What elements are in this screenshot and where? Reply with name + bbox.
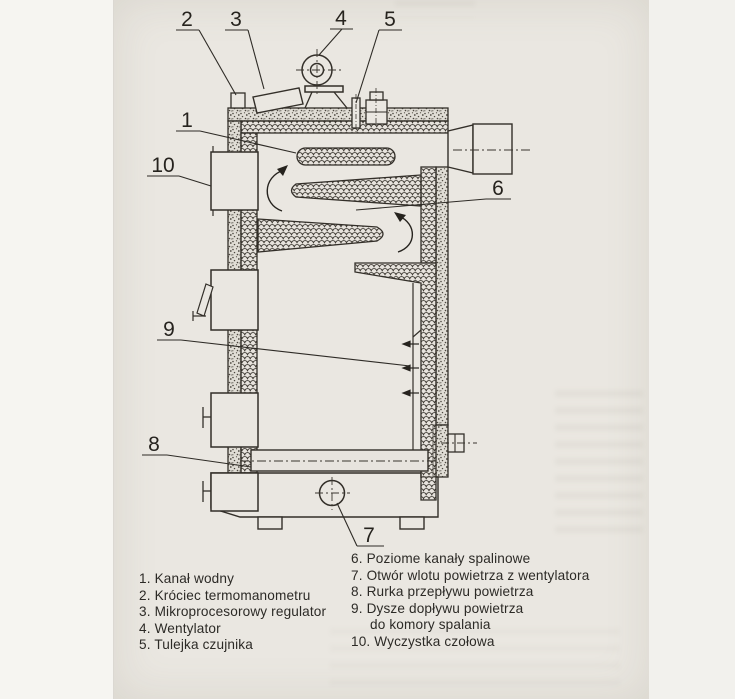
water-channel-baffle-1: [296, 147, 396, 166]
microprocessor-regulator: [252, 87, 304, 114]
water-jacket-walls: [227, 107, 449, 478]
callout-1: 1: [181, 109, 193, 132]
return-stub: [441, 433, 477, 453]
callout-10: 10: [151, 154, 174, 177]
top-components: [230, 49, 388, 132]
rear-water-wall: [354, 262, 437, 501]
fan: [296, 49, 348, 109]
legend-item: 9. Dysze dopływu powietrza: [351, 600, 524, 616]
air-nozzles: [401, 340, 419, 397]
boiler-foot: [257, 516, 283, 530]
legend-right-column: 6. Poziome kanały spalinowe 7. Otwór wlo…: [351, 551, 589, 651]
thermomanometer-stub: [230, 92, 246, 109]
lower-door: [202, 472, 259, 512]
callout-7: 7: [363, 524, 375, 547]
callout-4: 4: [335, 7, 347, 30]
legend-item: 4. Wentylator: [139, 620, 221, 636]
callout-9: 9: [163, 318, 175, 341]
legend-item: 6. Poziome kanały spalinowe: [351, 551, 531, 566]
legend-item: 8. Rurka przepływu powietrza: [351, 584, 534, 600]
scan-margin: [649, 0, 735, 699]
legend-item: 2. Króciec termomanometru: [139, 587, 311, 603]
flue-baffles: [257, 147, 422, 253]
callout-8: 8: [148, 433, 160, 456]
loading-door: [192, 269, 259, 331]
sensor-sleeve: [351, 94, 361, 132]
chimney-outlet: [447, 123, 530, 175]
boiler-foot: [399, 516, 425, 530]
callouts: 1 2 3 4 5 6 7 8 9 10: [148, 7, 504, 547]
callout-2: 2: [181, 8, 193, 31]
cleanout-door: [210, 146, 259, 216]
legend-left-column: 1. Kanał wodny 2. Króciec termomanometru…: [139, 571, 326, 654]
callout-3: 3: [230, 8, 242, 31]
leader-lines: [142, 28, 511, 547]
callout-5: 5: [384, 8, 396, 31]
callout-6: 6: [492, 177, 504, 200]
legend-item: 10. Wyczystka czołowa: [351, 633, 495, 649]
legend-item: 3. Mikroprocesorowy regulator: [139, 604, 327, 620]
fan-inlet-opening: [315, 477, 350, 510]
front-doors: [192, 146, 259, 512]
legend-item: 5. Tulejka czujnika: [139, 637, 253, 653]
ash-door: [202, 392, 259, 448]
legend-item-continuation: do komory spalania: [370, 617, 491, 633]
outlet-stub: [365, 88, 388, 128]
air-flow-tube: [240, 449, 440, 472]
flow-arrows: [266, 165, 414, 253]
legend-item: 7. Otwór wlotu powietrza z wentylatora: [351, 567, 590, 583]
water-channel-baffle-2: [290, 174, 422, 207]
legend-item: 1. Kanał wodny: [139, 571, 235, 586]
water-channel-baffle-3: [257, 218, 384, 253]
